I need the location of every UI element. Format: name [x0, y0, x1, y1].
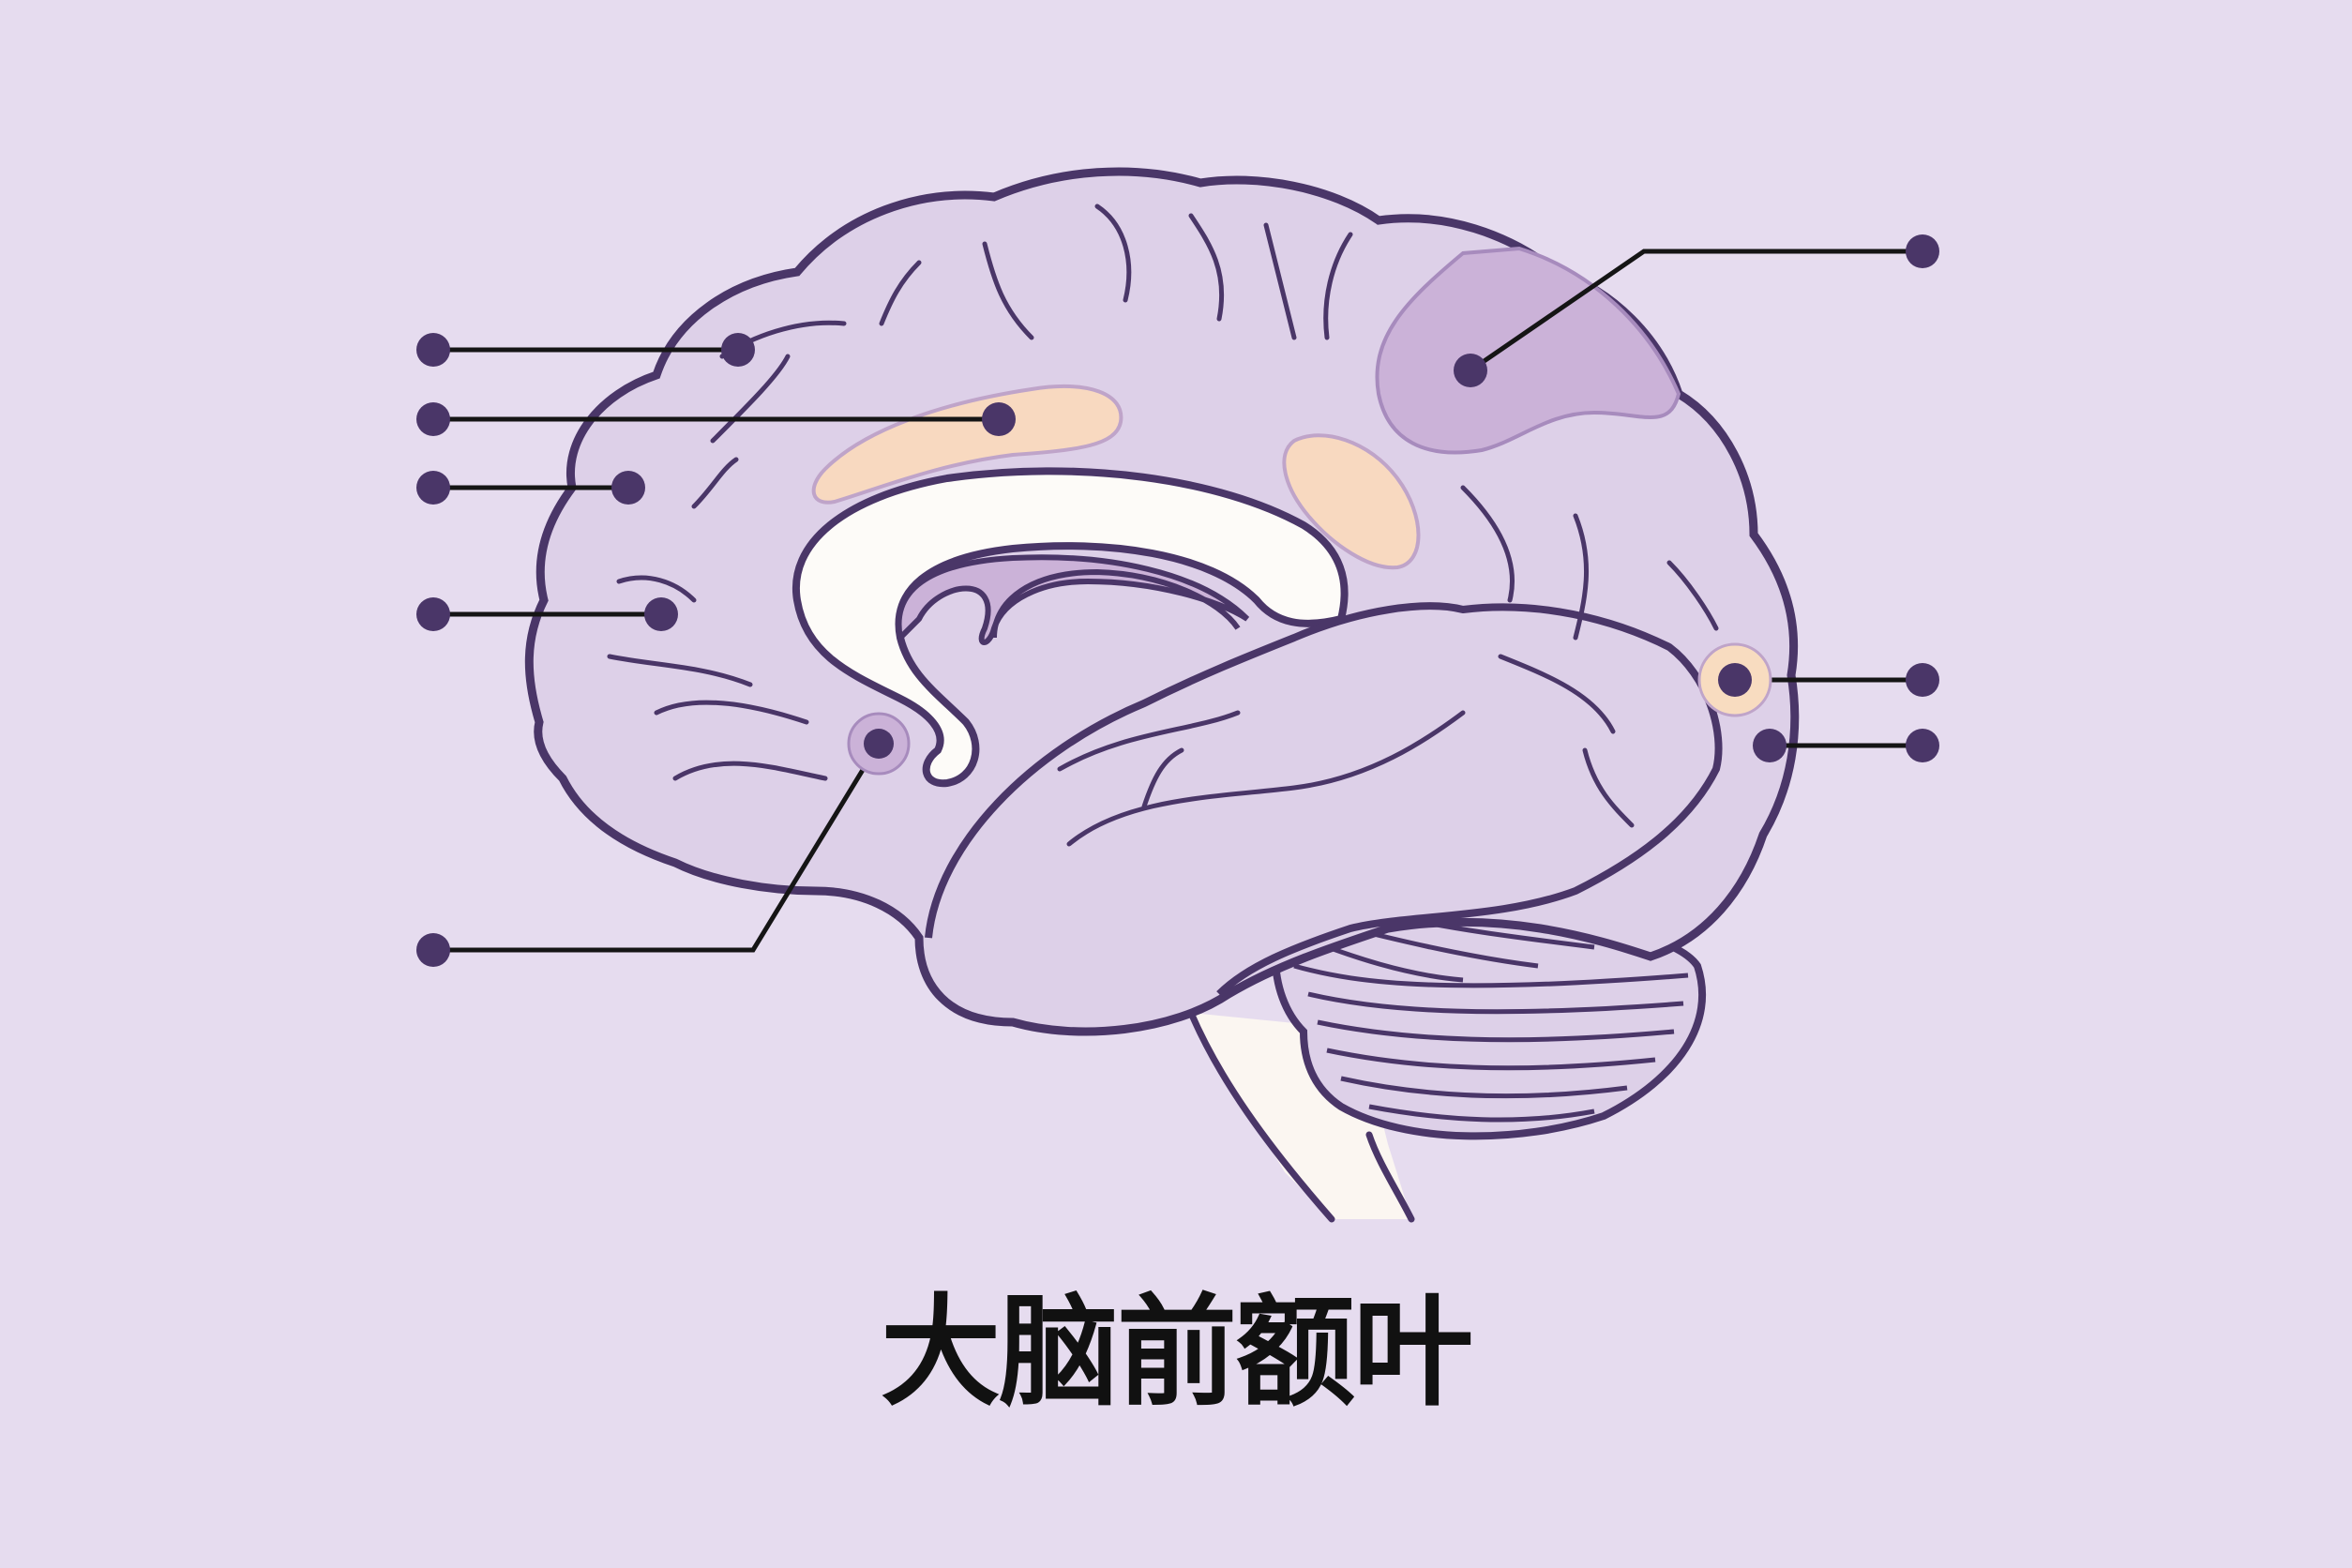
callout-4-end: [416, 597, 450, 631]
callout-3-end: [416, 471, 450, 505]
diagram-title: 大脑前额叶: [880, 1283, 1473, 1423]
callout-3-anchor: [611, 471, 645, 505]
callout-6-anchor: [1454, 354, 1487, 387]
callout-8-anchor: [1753, 729, 1787, 762]
marker-dots: [416, 234, 1939, 967]
sulci: [607, 204, 1719, 847]
cingulate-peach-region: [811, 384, 1123, 505]
callout-6-end: [1906, 234, 1939, 268]
callout-4-anchor: [644, 597, 678, 631]
callout-7-anchor: [1718, 663, 1752, 697]
callout-2-end: [416, 402, 450, 436]
callout-1-end: [416, 333, 450, 367]
callout-8-end: [1906, 729, 1939, 762]
fornix: [896, 554, 1250, 645]
callout-5-end: [416, 933, 450, 967]
parietal-highlight: [1375, 246, 1681, 455]
corpus-callosum: [792, 467, 1349, 788]
callout-5-anchor: [864, 729, 894, 759]
posterior-peach-region: [1282, 433, 1421, 570]
callout-1-anchor: [721, 333, 755, 367]
callout-2-anchor: [982, 402, 1016, 436]
temporal-lobe-outline: [925, 602, 1723, 997]
callout-7-end: [1906, 663, 1939, 697]
